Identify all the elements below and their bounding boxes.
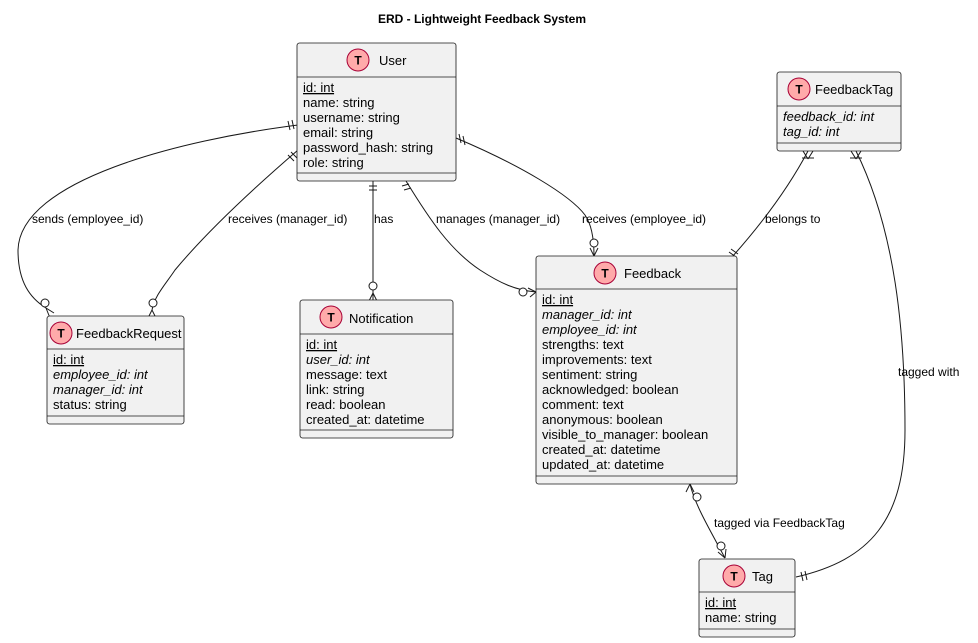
entity-field: user_id: int [306,352,371,367]
entity-box [296,42,457,182]
table-badge-letter: T [601,267,609,281]
table-badge-icon [319,305,343,329]
relationship-label-manages: manages (manager_id) [436,212,560,226]
entity-field: read: boolean [306,397,386,412]
entity-field: id: int [306,337,337,352]
entity-field: employee_id: int [542,322,638,337]
relationship-label-tagged-with: tagged with [898,365,959,379]
entity-field: visible_to_manager: boolean [542,427,708,442]
entity-notification[interactable]: T Notification id: int user_id: int mess… [299,299,454,439]
entity-field: manager_id: int [53,382,144,397]
entity-field: role: string [303,155,364,170]
entity-field: anonymous: boolean [542,412,663,427]
entity-box [299,299,454,439]
entity-field: id: int [53,352,84,367]
entity-field: id: int [705,595,736,610]
entity-name: User [379,53,407,68]
table-badge-letter: T [354,54,362,68]
entity-field: created_at: datetime [306,412,425,427]
relationship-user-sends-feedbackrequest [17,119,299,319]
entity-field: email: string [303,125,373,140]
entity-feedbacktag[interactable]: T FeedbackTag feedback_id: int tag_id: i… [776,71,902,152]
entity-field: name: string [303,95,375,110]
table-badge-letter: T [795,83,803,97]
table-badge-icon [787,77,811,101]
entity-user[interactable]: T User id: int name: string username: st… [296,42,457,182]
entity-field: link: string [306,382,365,397]
entity-field: updated_at: datetime [542,457,664,472]
entity-field: comment: text [542,397,624,412]
entity-field: strengths: text [542,337,624,352]
entity-field: message: text [306,367,387,382]
entity-name: Feedback [624,266,682,281]
entity-field: tag_id: int [783,124,841,139]
table-badge-icon [49,321,73,345]
relationship-label-tagged-via: tagged via FeedbackTag [714,516,845,530]
entity-field: improvements: text [542,352,652,367]
relationship-label-has: has [374,212,393,226]
entity-name: FeedbackRequest [76,326,182,341]
table-badge-icon [593,261,617,285]
entity-field: password_hash: string [303,140,433,155]
entity-name: Tag [752,569,773,584]
entity-feedback[interactable]: T Feedback id: int manager_id: int emplo… [535,255,738,485]
entity-box [535,255,738,485]
relationship-user-has-notification [368,181,378,302]
relationship-feedbacktag-tagged-with-tag [795,150,906,582]
entity-box [46,315,185,425]
entity-field: status: string [53,397,127,412]
entity-field: manager_id: int [542,307,633,322]
entity-field: username: string [303,110,400,125]
entity-field: id: int [542,292,573,307]
entity-name: Notification [349,311,413,326]
table-badge-letter: T [327,311,335,325]
relationship-feedbacktag-belongs-to-feedback [728,150,814,258]
entity-field: name: string [705,610,777,625]
relationship-user-receives-feedback [455,133,599,257]
table-badge-letter: T [57,327,65,341]
entity-field: id: int [303,80,334,95]
relationship-user-manages-feedback [401,180,537,298]
entity-field: feedback_id: int [783,109,875,124]
entity-feedbackrequest[interactable]: T FeedbackRequest id: int employee_id: i… [46,315,185,425]
entity-field: acknowledged: boolean [542,382,679,397]
table-badge-icon [346,48,370,72]
diagram-title: ERD - Lightweight Feedback System [378,12,586,26]
entity-field: sentiment: string [542,367,637,382]
table-badge-icon [722,564,746,588]
relationship-user-receives-feedbackrequest [147,149,299,319]
relationship-label-sends: sends (employee_id) [32,212,143,226]
entity-tag[interactable]: T Tag id: int name: string [698,558,796,638]
entity-field: employee_id: int [53,367,149,382]
relationship-label-belongs-to: belongs to [765,212,821,226]
relationship-label-receives-employee: receives (employee_id) [582,212,706,226]
entity-field: created_at: datetime [542,442,661,457]
relationship-label-receives-manager: receives (manager_id) [228,212,347,226]
entity-name: FeedbackTag [815,82,893,97]
table-badge-letter: T [730,570,738,584]
relationship-feedback-tagged-via-tag [685,483,727,559]
